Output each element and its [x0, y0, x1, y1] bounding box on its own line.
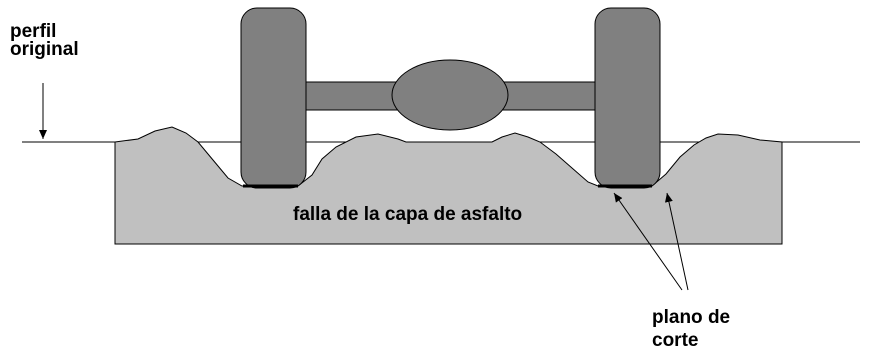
- differential-housing: [391, 59, 509, 131]
- original-profile-label-line2: original: [10, 39, 79, 60]
- shear-plane-arrow-left: [613, 192, 683, 291]
- left-wheel: [240, 7, 307, 189]
- original-profile-label-line1: perfil: [10, 21, 56, 42]
- asphalt-layer: [114, 126, 783, 245]
- shear-plane-arrow-right: [664, 192, 689, 291]
- asphalt-failure-label: falla de la capa de asfalto: [293, 204, 522, 225]
- right-wheel: [594, 7, 661, 189]
- shear-plane-label-line2: corte: [652, 330, 698, 351]
- shear-plane-label-line1: plano de: [652, 307, 730, 328]
- axle-assembly: [240, 7, 661, 189]
